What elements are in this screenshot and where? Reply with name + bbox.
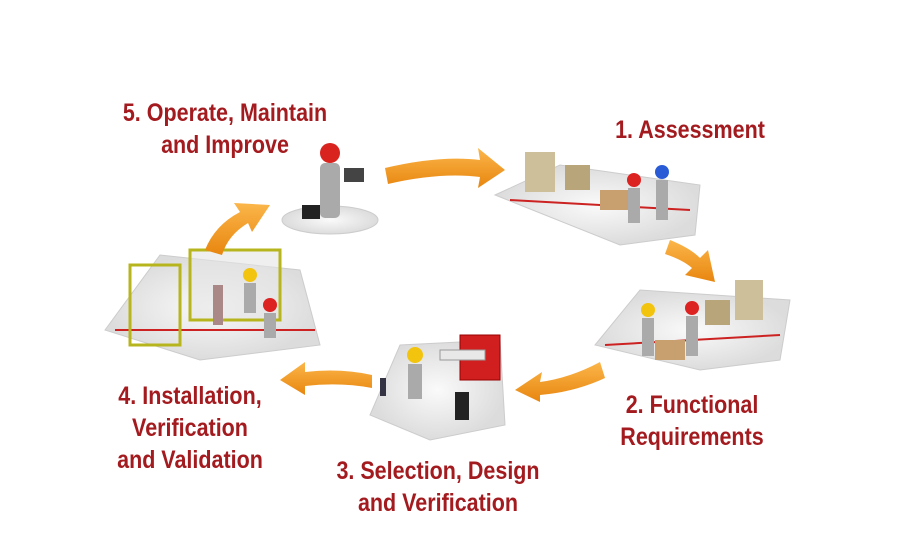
arrow-3-to-4 [280,362,372,395]
arrow-4-to-5 [205,203,270,255]
stage-2-line-2: Requirements [620,423,764,451]
platform-operate [281,143,379,235]
stage-label-5: 5. Operate, Maintain and Improve [113,97,337,161]
stage-label-3: 3. Selection, Design and Verification [326,455,550,519]
stage-4-line-3: and Validation [117,446,263,474]
arrow-5-to-1 [385,148,505,188]
stage-1-line-1: 1. Assessment [615,116,765,144]
platform-selection-design [369,334,506,441]
stage-label-4: 4. Installation, Verification and Valida… [95,380,284,476]
stage-5-line-1: 5. Operate, Maintain [122,99,328,127]
stage-4-line-1: 4. Installation, [118,382,262,410]
arrow-2-to-3 [515,362,605,402]
platform-functional-requirements [594,280,791,371]
stage-3-line-1: 3. Selection, Design [336,457,540,485]
stage-4-line-2: Verification [132,414,248,442]
stage-label-1: 1. Assessment [613,114,768,146]
stage-3-line-2: and Verification [357,489,519,517]
arrow-1-to-2 [665,240,715,282]
platform-installation [104,248,321,361]
platform-assessment [493,152,701,246]
stage-label-2: 2. Functional Requirements [597,389,786,453]
stage-2-line-1: 2. Functional [625,391,759,419]
stage-5-line-2: and Improve [161,131,289,159]
